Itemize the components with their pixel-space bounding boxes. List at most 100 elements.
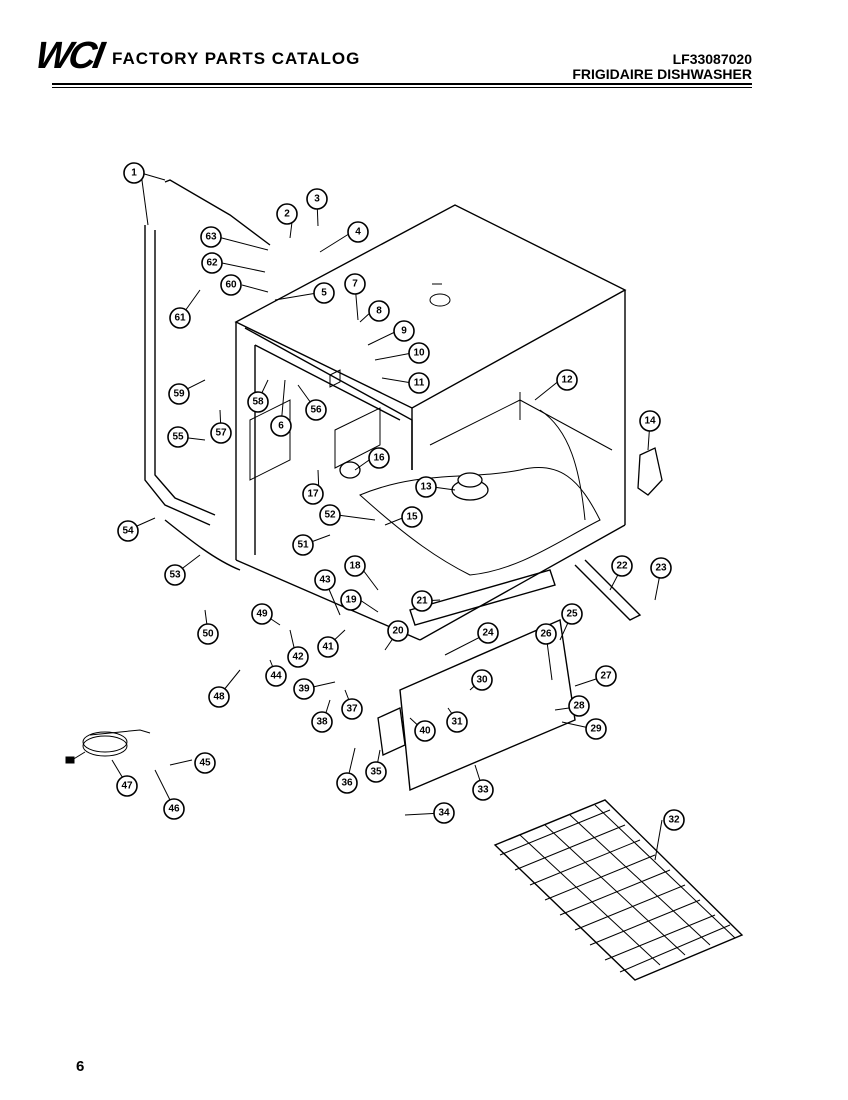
callout-59: 59 xyxy=(168,383,190,405)
callout-label: 45 xyxy=(199,758,211,769)
detergent-dispenser xyxy=(637,447,663,496)
callout-54: 54 xyxy=(117,520,139,542)
callout-label: 40 xyxy=(419,726,431,737)
callout-label: 35 xyxy=(370,767,382,778)
callout-21: 21 xyxy=(411,590,433,612)
callout-24: 24 xyxy=(477,622,499,644)
callout-34: 34 xyxy=(433,802,455,824)
callout-label: 4 xyxy=(355,227,361,238)
callout-label: 5 xyxy=(321,288,327,299)
callout-label: 15 xyxy=(406,512,418,523)
callout-6: 6 xyxy=(270,415,292,437)
callout-60: 60 xyxy=(220,274,242,296)
callout-52: 52 xyxy=(319,504,341,526)
callout-33: 33 xyxy=(472,779,494,801)
callout-label: 52 xyxy=(324,510,336,521)
callout-5: 5 xyxy=(313,282,335,304)
callout-19: 19 xyxy=(340,589,362,611)
product-name: FRIGIDAIRE DISHWASHER xyxy=(572,66,752,82)
callout-10: 10 xyxy=(408,342,430,364)
callout-label: 21 xyxy=(416,596,428,607)
callout-label: 54 xyxy=(122,526,134,537)
callout-label: 58 xyxy=(252,397,264,408)
callout-label: 49 xyxy=(256,609,268,620)
callout-57: 57 xyxy=(210,422,232,444)
callout-label: 53 xyxy=(169,570,181,581)
callout-label: 8 xyxy=(376,306,382,317)
callout-15: 15 xyxy=(401,506,423,528)
drain-hose xyxy=(164,519,241,571)
callout-label: 20 xyxy=(392,626,404,637)
callout-label: 48 xyxy=(213,692,225,703)
callout-label: 59 xyxy=(173,389,185,400)
toe-panel xyxy=(399,618,576,792)
callout-53: 53 xyxy=(164,564,186,586)
callout-41: 41 xyxy=(317,636,339,658)
part-callouts: 1 2 3 4 5 6 7 8 9 10 11 12 13 14 15 16 1… xyxy=(116,162,685,831)
callout-label: 63 xyxy=(205,232,217,243)
callout-label: 57 xyxy=(215,428,227,439)
callout-label: 13 xyxy=(420,482,432,493)
callout-12: 12 xyxy=(556,369,578,391)
callout-label: 42 xyxy=(292,652,304,663)
callout-14: 14 xyxy=(639,410,661,432)
callout-43: 43 xyxy=(314,569,336,591)
mounting-strip xyxy=(409,569,556,626)
callout-label: 12 xyxy=(561,375,573,386)
callout-label: 1 xyxy=(131,168,137,179)
callout-61: 61 xyxy=(169,307,191,329)
callout-9: 9 xyxy=(393,320,415,342)
callout-label: 36 xyxy=(341,778,353,789)
callout-45: 45 xyxy=(194,752,216,774)
callout-18: 18 xyxy=(344,555,366,577)
callout-26: 26 xyxy=(535,623,557,645)
callout-label: 34 xyxy=(438,808,450,819)
callout-4: 4 xyxy=(347,221,369,243)
callout-label: 39 xyxy=(298,684,310,695)
callout-label: 31 xyxy=(451,717,463,728)
callout-label: 26 xyxy=(540,629,552,640)
callout-63: 63 xyxy=(200,226,222,248)
door-hinge-bracket xyxy=(574,559,642,621)
header-rule xyxy=(52,83,752,85)
callout-58: 58 xyxy=(247,391,269,413)
callout-label: 55 xyxy=(172,432,184,443)
callout-55: 55 xyxy=(167,426,189,448)
callout-40: 40 xyxy=(414,720,436,742)
callout-label: 44 xyxy=(270,671,282,682)
callout-label: 3 xyxy=(314,194,320,205)
callout-47: 47 xyxy=(116,775,138,797)
callout-46: 46 xyxy=(163,798,185,820)
callout-label: 62 xyxy=(206,258,218,269)
callout-label: 24 xyxy=(482,628,494,639)
callout-2: 2 xyxy=(276,203,298,225)
callout-13: 13 xyxy=(415,476,437,498)
callout-27: 27 xyxy=(595,665,617,687)
callout-label: 43 xyxy=(319,575,331,586)
callout-label: 46 xyxy=(168,804,180,815)
callout-label: 6 xyxy=(278,421,284,432)
callout-label: 14 xyxy=(644,416,656,427)
callout-29: 29 xyxy=(585,718,607,740)
callout-label: 60 xyxy=(225,280,237,291)
callout-label: 50 xyxy=(202,629,214,640)
callout-label: 11 xyxy=(414,378,425,389)
callout-39: 39 xyxy=(293,678,315,700)
callout-label: 30 xyxy=(476,675,488,686)
callout-label: 37 xyxy=(346,704,358,715)
power-cord xyxy=(65,729,151,764)
callout-label: 23 xyxy=(655,563,667,574)
page-number: 6 xyxy=(76,1058,85,1075)
callout-label: 47 xyxy=(121,781,133,792)
callout-label: 28 xyxy=(573,701,585,712)
callout-48: 48 xyxy=(208,686,230,708)
callout-56: 56 xyxy=(305,399,327,421)
callout-11: 11 xyxy=(408,372,430,394)
callout-label: 18 xyxy=(349,561,361,572)
callout-22: 22 xyxy=(611,555,633,577)
callout-3: 3 xyxy=(306,188,328,210)
callout-50: 50 xyxy=(197,623,219,645)
callout-label: 17 xyxy=(307,489,319,500)
